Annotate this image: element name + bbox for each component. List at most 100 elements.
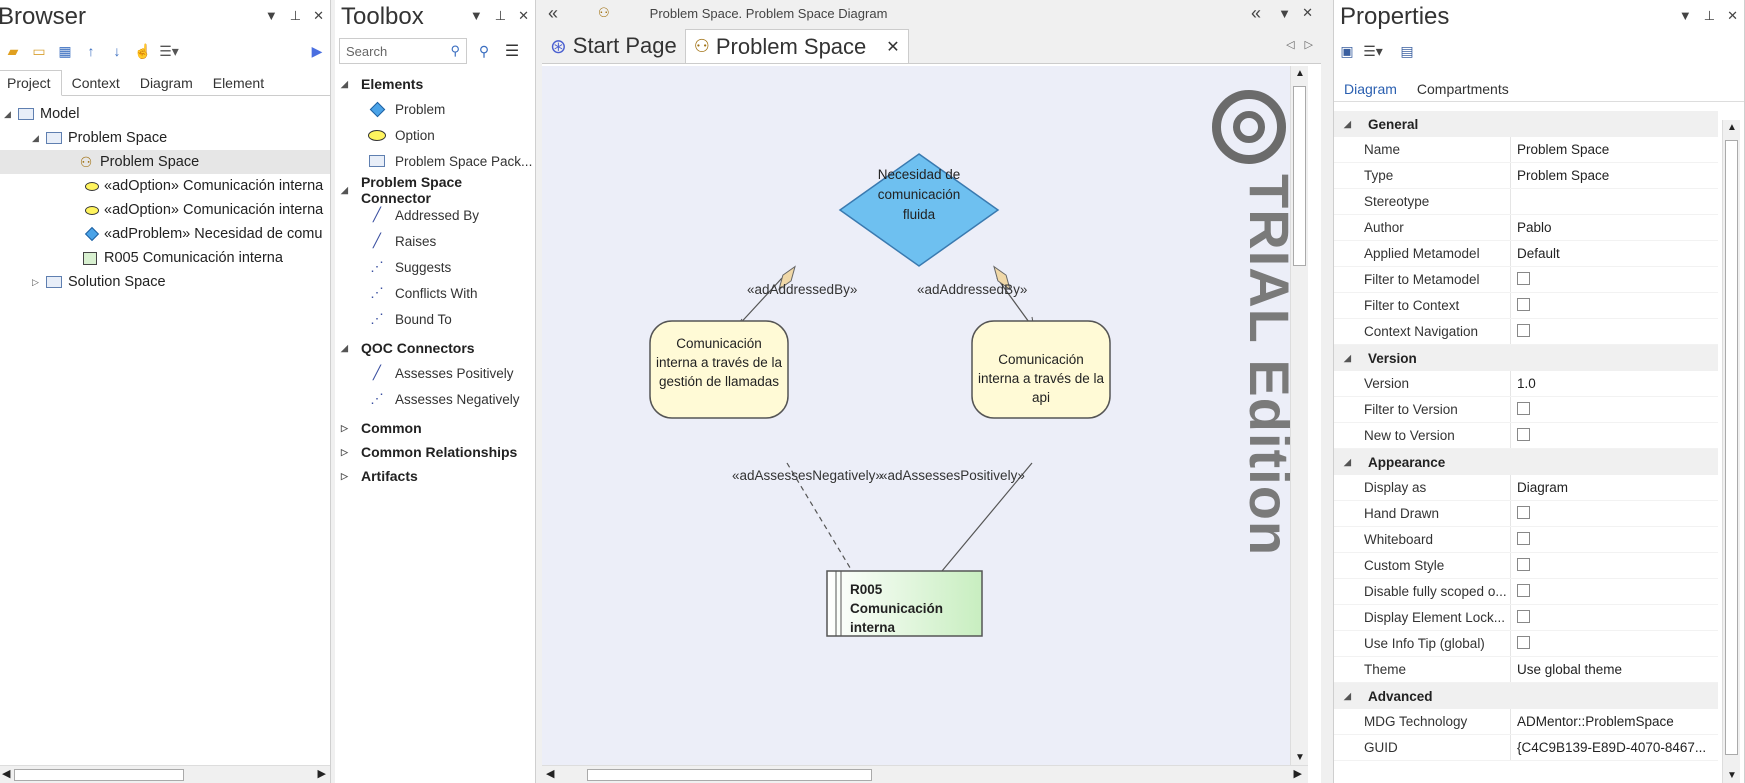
tree-item-option-2[interactable]: «adOption» Comunicación interna [0, 198, 330, 222]
requirement-node[interactable] [826, 570, 983, 637]
checkbox[interactable] [1517, 271, 1530, 285]
group-appearance[interactable]: ◢Appearance [1334, 449, 1718, 475]
tree-item-model[interactable]: ◢ Model [0, 102, 330, 126]
dropdown-icon[interactable]: ▼ [1678, 8, 1692, 23]
section-problem-space-connector[interactable]: ◢Problem Space Connector [335, 174, 535, 206]
prop-value[interactable]: 1.0 [1517, 376, 1536, 391]
tree-item-problem-space-diagram[interactable]: ⚇ Problem Space [0, 150, 330, 174]
checkbox[interactable] [1517, 323, 1530, 337]
tab-start-page[interactable]: ⊛ Start Page [542, 29, 685, 63]
tree-item-problem-space-package[interactable]: ◢ Problem Space [0, 126, 330, 150]
prop-value[interactable]: Default [1517, 246, 1560, 261]
close-icon[interactable]: ✕ [313, 8, 324, 23]
pin-icon[interactable]: ⊥ [494, 8, 507, 23]
scroll-thumb[interactable] [1725, 140, 1738, 755]
tool-problem-space-package[interactable]: Problem Space Pack... [335, 148, 535, 174]
prop-custom-style[interactable]: Custom Style [1334, 553, 1718, 579]
scroll-left-icon[interactable]: ◀ [546, 768, 555, 780]
scroll-up-icon[interactable]: ▲ [1727, 122, 1737, 133]
tool-addressed-by[interactable]: ╱Addressed By [335, 202, 535, 228]
diagram-canvas[interactable]: Necesidad de comunicación fluida Comunic… [542, 66, 1308, 765]
menu-icon[interactable]: ☰▾ [159, 42, 179, 59]
checkbox[interactable] [1517, 635, 1530, 649]
prop-value[interactable]: Pablo [1517, 220, 1552, 235]
connector-positive[interactable] [941, 462, 1033, 572]
play-icon[interactable]: ▶ [311, 42, 323, 59]
tab-context[interactable]: Context [71, 75, 120, 91]
section-elements[interactable]: ◢Elements [341, 76, 424, 92]
section-qoc-connectors[interactable]: ◢QOC Connectors [341, 340, 475, 356]
problem-node[interactable] [838, 153, 1000, 267]
group-version[interactable]: ◢Version [1334, 345, 1718, 371]
tool-suggests[interactable]: ⋰Suggests [335, 254, 535, 280]
menu-icon[interactable]: ☰▾ [1363, 42, 1383, 59]
group-general[interactable]: ◢General [1334, 111, 1718, 137]
prop-value[interactable]: Use global theme [1517, 662, 1623, 677]
tree-item-problem[interactable]: «adProblem» Necesidad de comu [0, 222, 330, 246]
section-common[interactable]: ▷Common [341, 420, 422, 436]
tab-diagram[interactable]: Diagram [1344, 81, 1397, 97]
checkbox[interactable] [1517, 401, 1530, 415]
tool-assesses-positively[interactable]: ╱Assesses Positively [335, 360, 535, 386]
pin-icon[interactable]: ⊥ [1703, 8, 1716, 23]
menu-icon[interactable]: ☰ [504, 43, 520, 60]
tree-item-solution-space[interactable]: ▷ Solution Space [0, 270, 330, 294]
image-icon[interactable]: ▤ [1400, 42, 1414, 59]
tool-assesses-negatively[interactable]: ⋰Assesses Negatively [335, 386, 535, 412]
collapse-icon[interactable]: ◢ [32, 132, 39, 143]
open-folder-icon[interactable]: ▭ [32, 42, 46, 59]
move-down-icon[interactable]: ↓ [113, 43, 121, 59]
checkbox[interactable] [1517, 557, 1530, 571]
scroll-down-icon[interactable]: ▼ [1295, 752, 1305, 763]
scroll-right-icon[interactable]: ▶ [317, 768, 326, 780]
tab-diagram[interactable]: Diagram [139, 75, 193, 91]
scroll-thumb[interactable] [14, 769, 184, 781]
prop-filter-to-metamodel[interactable]: Filter to Metamodel [1334, 267, 1718, 293]
prop-value[interactable]: Problem Space [1517, 142, 1610, 157]
tab-element[interactable]: Element [212, 75, 265, 91]
scroll-up-icon[interactable]: ▲ [1295, 68, 1305, 79]
new-package-icon[interactable]: ▰ [7, 42, 19, 59]
group-advanced[interactable]: ◢Advanced [1334, 683, 1718, 709]
move-up-icon[interactable]: ↑ [87, 43, 95, 59]
tool-conflicts-with[interactable]: ⋰Conflicts With [335, 280, 535, 306]
prop-hand-drawn[interactable]: Hand Drawn [1334, 501, 1718, 527]
checkbox[interactable] [1517, 609, 1530, 623]
save-icon[interactable]: ▣ [1340, 42, 1354, 59]
prop-filter-to-version[interactable]: Filter to Version [1334, 397, 1718, 423]
diagram-vscrollbar[interactable]: ▲ ▼ [1290, 66, 1308, 765]
prop-value[interactable]: {C4C9B139-E89D-4070-8467... [1517, 740, 1707, 755]
section-artifacts[interactable]: ▷Artifacts [341, 468, 418, 484]
scroll-right-icon[interactable]: ▶ [1293, 768, 1302, 780]
prop-stereotype[interactable]: Stereotype [1334, 189, 1718, 215]
close-icon[interactable]: ✕ [1302, 5, 1313, 20]
diagram-hscrollbar[interactable]: ◀ ▶ [542, 765, 1308, 783]
properties-vscrollbar[interactable]: ▲ ▼ [1722, 120, 1740, 783]
prop-value[interactable]: Problem Space [1517, 168, 1610, 183]
scroll-thumb[interactable] [587, 769, 872, 781]
prop-new-to-version[interactable]: New to Version [1334, 423, 1718, 449]
checkbox[interactable] [1517, 583, 1530, 597]
toolbox-search-input[interactable]: Search ⚲ [339, 38, 467, 64]
prop-disable-fully-scoped[interactable]: Disable fully scoped o... [1334, 579, 1718, 605]
tab-project[interactable]: Project [0, 70, 62, 96]
checkbox[interactable] [1517, 505, 1530, 519]
dropdown-icon[interactable]: ▼ [1278, 5, 1291, 21]
scroll-thumb[interactable] [1293, 86, 1306, 266]
option-node-1[interactable] [649, 320, 789, 419]
prop-value[interactable]: ADMentor::ProblemSpace [1517, 714, 1674, 729]
tab-compartments[interactable]: Compartments [1416, 81, 1509, 97]
scroll-down-icon[interactable]: ▼ [1727, 770, 1737, 781]
prop-whiteboard[interactable]: Whiteboard [1334, 527, 1718, 553]
tree-item-option-1[interactable]: «adOption» Comunicación interna [0, 174, 330, 198]
checkbox[interactable] [1517, 427, 1530, 441]
close-tab-icon[interactable]: ✕ [886, 38, 900, 56]
tool-bound-to[interactable]: ⋰Bound To [335, 306, 535, 332]
tab-problem-space[interactable]: ⚇ Problem Space ✕ [684, 29, 909, 63]
